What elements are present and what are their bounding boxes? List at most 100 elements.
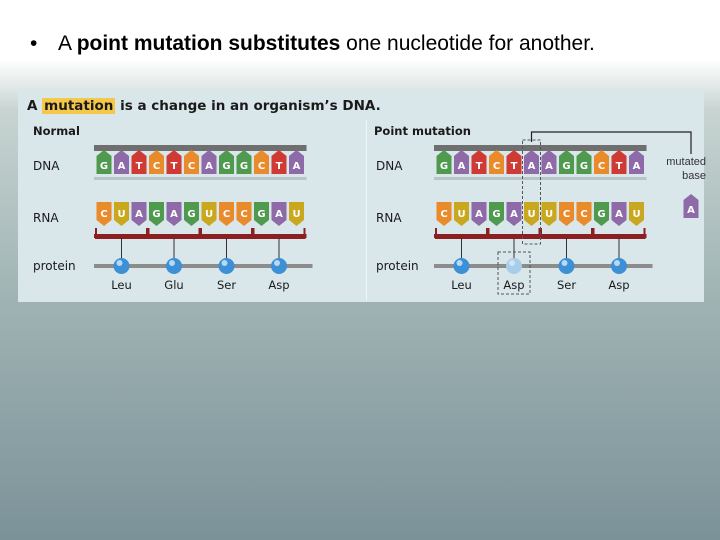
normal-dna-base-4-letter: T xyxy=(171,161,178,172)
normal-protein-backbone xyxy=(94,264,313,268)
mutant-rna-base-8-letter: C xyxy=(580,209,587,220)
normal-dna-base-7-letter: G xyxy=(222,161,230,172)
mutant-rna-base-9-shape xyxy=(594,202,609,226)
normal-rna-base-8-letter: C xyxy=(240,209,247,220)
mutant-amino-acid-label-0: Leu xyxy=(451,278,472,292)
normal-dna-base-5-shape xyxy=(184,150,199,174)
title-highlight: mutation xyxy=(42,98,116,114)
mutant-rna-base-0-letter: C xyxy=(440,209,447,220)
mutant-dna-base-0-shape xyxy=(436,150,452,174)
normal-rna-base-4-letter: A xyxy=(170,209,178,220)
mutant-rna-base-3-shape xyxy=(489,202,504,226)
normal-rna-base-0-shape xyxy=(96,202,112,226)
normal-rna-base-10-shape xyxy=(271,202,287,226)
normal-amino-acid-1 xyxy=(166,258,182,274)
bullet-post: one nucleotide for another. xyxy=(340,32,595,55)
normal-rna-label: RNA xyxy=(33,211,59,225)
normal-rna-base-7-shape xyxy=(219,202,234,226)
normal-rna-base-2-letter: A xyxy=(135,209,143,220)
normal-amino-acid-shine-2 xyxy=(221,260,228,266)
mutation-figure: A mutation is a change in an organism’s … xyxy=(18,90,704,302)
normal-dna-base-11-shape xyxy=(289,150,304,174)
normal-amino-acid-label-2: Ser xyxy=(217,278,236,292)
normal-dna-lower-edge xyxy=(94,177,307,180)
mutant-rna-label: RNA xyxy=(376,211,402,225)
normal-dna-base-2-letter: T xyxy=(136,161,143,172)
mutant-rna-base-2-letter: A xyxy=(475,209,483,220)
mutant-changed-codon-box xyxy=(497,251,531,295)
mutant-protein-backbone xyxy=(434,264,653,268)
normal-rna-base-11-shape xyxy=(289,202,304,226)
normal-rna-base-2-shape xyxy=(131,202,147,226)
normal-amino-acid-label-0: Leu xyxy=(111,278,132,292)
normal-dna-base-4-shape xyxy=(166,150,182,174)
normal-dna-base-0-shape xyxy=(96,150,112,174)
mutant-dna-base-5-letter: A xyxy=(528,161,536,172)
normal-rna-base-0-letter: C xyxy=(100,209,107,220)
mutant-dna-label: DNA xyxy=(376,159,403,173)
mutant-dna-base-4-shape xyxy=(506,150,522,174)
mutant-dna-base-3-letter: C xyxy=(493,161,500,172)
normal-rna-base-9-shape xyxy=(254,202,269,226)
normal-rna-base-10-letter: A xyxy=(275,209,283,220)
mutant-rna-base-3-letter: G xyxy=(492,209,500,220)
normal-rna-base-3-letter: G xyxy=(152,209,160,220)
mutant-rna-base-5-letter: U xyxy=(527,209,535,220)
mutant-dna-base-8-letter: G xyxy=(580,161,588,172)
normal-dna-base-3-shape xyxy=(149,150,164,174)
callout-line1: mutated xyxy=(666,156,706,168)
mutant-amino-acid-shine-0 xyxy=(456,260,463,266)
mutant-rna-base-10-letter: A xyxy=(615,209,623,220)
bullet-marker: • xyxy=(30,32,38,55)
normal-rna-base-1-shape xyxy=(114,202,129,226)
mutant-amino-acid-shine-1 xyxy=(509,260,515,266)
normal-dna-label: DNA xyxy=(33,159,60,173)
mutant-rna-base-1-shape xyxy=(454,202,469,226)
mutant-rna-base-8-shape xyxy=(576,202,592,226)
mutant-rna-base-2-shape xyxy=(471,202,487,226)
mutant-dna-base-8-shape xyxy=(576,150,592,174)
normal-dna-base-6-shape xyxy=(201,150,217,174)
figure-title: A mutation is a change in an organism’s … xyxy=(27,98,381,114)
mutant-rna-base-6-letter: U xyxy=(545,209,553,220)
mutant-rna-base-4-letter: A xyxy=(510,209,518,220)
mutant-dna-base-3-shape xyxy=(489,150,504,174)
normal-dna-base-7-shape xyxy=(219,150,234,174)
normal-dna-base-1-letter: A xyxy=(118,161,126,172)
normal-dna-base-11-letter: A xyxy=(293,161,301,172)
normal-dna-backbone xyxy=(94,145,307,151)
normal-rna-base-4-shape xyxy=(166,202,182,226)
mutant-dna-base-10-letter: T xyxy=(616,161,623,172)
normal-dna-base-10-letter: T xyxy=(276,161,283,172)
normal-dna-base-9-shape xyxy=(254,150,269,174)
mutant-amino-acid-2 xyxy=(558,258,575,274)
mutant-rna-base-7-letter: C xyxy=(563,209,570,220)
normal-rna-base-11-letter: U xyxy=(292,209,300,220)
mutant-dna-base-9-shape xyxy=(594,150,609,174)
mutant-dna-base-1-letter: A xyxy=(458,161,466,172)
mutant-amino-acid-3 xyxy=(611,258,627,274)
panel-divider xyxy=(366,120,367,300)
normal-amino-acid-shine-0 xyxy=(116,260,123,266)
mutant-amino-acid-label-2: Ser xyxy=(557,278,576,292)
mutant-amino-acid-shine-2 xyxy=(561,260,568,266)
mutant-rna-base-5-shape xyxy=(524,202,539,226)
normal-dna-base-10-shape xyxy=(271,150,287,174)
normal-rna-base-1-letter: U xyxy=(117,209,125,220)
normal-dna-base-5-letter: C xyxy=(188,161,195,172)
normal-rna-base-9-letter: G xyxy=(257,209,265,220)
bullet-point: • A point mutation substitutes one nucle… xyxy=(30,30,630,57)
mutant-dna-base-4-letter: T xyxy=(511,161,518,172)
mutant-dna-base-0-letter: G xyxy=(440,161,448,172)
bullet-text: A point mutation substitutes one nucleot… xyxy=(58,30,630,57)
mutant-amino-acid-shine-3 xyxy=(614,260,620,266)
mutant-dna-base-11-letter: A xyxy=(633,161,641,172)
mutant-rna-base-10-shape xyxy=(611,202,627,226)
mutant-amino-acid-0 xyxy=(453,258,470,274)
normal-rna-base-6-shape xyxy=(201,202,217,226)
normal-dna-base-6-letter: A xyxy=(205,161,213,172)
normal-amino-acid-shine-3 xyxy=(274,260,280,266)
mutant-dna-base-6-shape xyxy=(541,150,557,174)
mutant-rna-base-11-shape xyxy=(629,202,644,226)
